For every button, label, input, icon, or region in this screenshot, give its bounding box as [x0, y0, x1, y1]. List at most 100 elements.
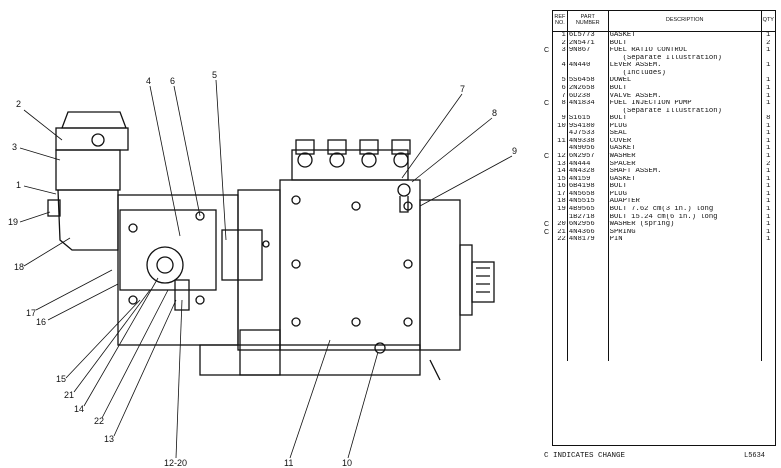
- callout-18: 18: [14, 262, 24, 272]
- change-indicator: C: [544, 153, 550, 160]
- callout-4: 4: [146, 76, 151, 86]
- part-number-cell: 4N159: [567, 175, 609, 184]
- description-cell: GASKET: [608, 145, 762, 153]
- ref-cell: [553, 107, 568, 116]
- part-number-cell: 4N444: [567, 160, 609, 169]
- change-indicator: C: [544, 221, 550, 229]
- description-cell: PLUG: [608, 122, 762, 131]
- callout-7: 7: [460, 84, 465, 94]
- part-number-cell: 2N5471: [567, 39, 609, 48]
- ref-cell: 1: [553, 31, 568, 40]
- part-number-cell: 4N9056: [567, 145, 609, 153]
- qty-cell: 1: [766, 236, 771, 244]
- ref-cell: 18: [553, 198, 568, 206]
- qty-cell: 1: [766, 205, 771, 213]
- part-number-cell: S1615: [567, 115, 609, 123]
- qty-cell: 1: [766, 213, 771, 221]
- part-number-cell: [567, 69, 609, 78]
- header-qty: QTY: [761, 11, 775, 32]
- exploded-parts-drawing: 2 3 1 19 18 17 16 15 21 14 22 13 12-20 1…: [8, 70, 517, 468]
- ref-cell: 4: [553, 62, 568, 70]
- description-cell: VALVE ASSEM.: [608, 92, 762, 101]
- callout-8: 8: [492, 108, 497, 118]
- figure-id: L5634: [744, 452, 766, 460]
- callout-2: 2: [16, 99, 21, 109]
- empty-cell: [553, 243, 568, 361]
- qty-cell: 1: [766, 228, 771, 236]
- callout-17: 17: [26, 308, 36, 318]
- ref-cell: [553, 130, 568, 138]
- part-number-cell: 2N2658: [567, 84, 609, 93]
- callout-16: 16: [36, 317, 46, 327]
- part-number-cell: 6D238: [567, 92, 609, 101]
- callout-22: 22: [94, 416, 104, 426]
- qty-cell: 1: [766, 168, 771, 176]
- ref-cell: 8: [553, 100, 568, 108]
- part-number-cell: 4N8179: [567, 236, 609, 244]
- ref-cell: 5: [553, 77, 568, 85]
- header-ref: REF NO.: [553, 11, 568, 32]
- description-cell: PIN: [608, 236, 762, 244]
- ref-cell: [553, 54, 568, 63]
- table-row: (Separate Illustration): [553, 54, 775, 63]
- ref-cell: 15: [553, 175, 568, 184]
- callout-12-20: 12-20: [164, 458, 187, 468]
- change-indicator: C: [544, 47, 550, 55]
- part-number-cell: 4N5658: [567, 190, 609, 199]
- callout-14: 14: [74, 404, 84, 414]
- description-cell: LEVER ASSEM.: [608, 62, 762, 70]
- description-cell: SEAL: [608, 130, 762, 138]
- qty-cell: [761, 70, 775, 78]
- description-cell: SPRING: [608, 228, 762, 237]
- description-cell: WASHER (spring): [608, 221, 762, 229]
- qty-cell: 1: [766, 100, 771, 108]
- ref-cell: 22: [553, 236, 568, 244]
- description-cell: FUEL RATIO CONTROL: [608, 47, 762, 55]
- qty-cell: 1: [766, 190, 771, 198]
- part-number-cell: 4J7533: [567, 130, 609, 138]
- part-number-cell: 4N440: [567, 62, 609, 70]
- table-filler-row: [553, 243, 775, 361]
- description-cell: GASKET: [608, 31, 762, 40]
- ref-cell: 7: [553, 92, 568, 101]
- description-cell: (Separate Illustration): [608, 54, 762, 63]
- description-cell: SHAFT ASSEM.: [608, 168, 762, 176]
- description-cell: WASHER: [608, 153, 762, 161]
- part-number-cell: 4N4366: [567, 228, 609, 237]
- qty-cell: 1: [766, 221, 771, 229]
- ref-cell: 11: [553, 137, 568, 146]
- part-number-cell: 1B2718: [567, 213, 609, 222]
- qty-cell: 1: [766, 77, 771, 85]
- ref-cell: 12: [553, 153, 568, 161]
- description-cell: COVER: [608, 137, 762, 146]
- table-header-row: REF NO. PART NUMBER DESCRIPTION QTY: [553, 11, 775, 32]
- qty-cell: 1: [766, 153, 771, 160]
- ref-cell: 9: [553, 115, 568, 123]
- part-number-cell: [567, 107, 609, 116]
- description-cell: BOLT 15.24 cm(6 in.) long: [608, 213, 762, 222]
- ref-cell: 10: [553, 122, 568, 131]
- ref-cell: 6: [553, 84, 568, 93]
- description-cell: PLUG: [608, 190, 762, 199]
- callout-11: 11: [284, 458, 293, 468]
- part-number-cell: 6N2956: [567, 221, 609, 229]
- part-number-cell: 4N4328: [567, 168, 609, 176]
- ref-cell: 17: [553, 190, 568, 199]
